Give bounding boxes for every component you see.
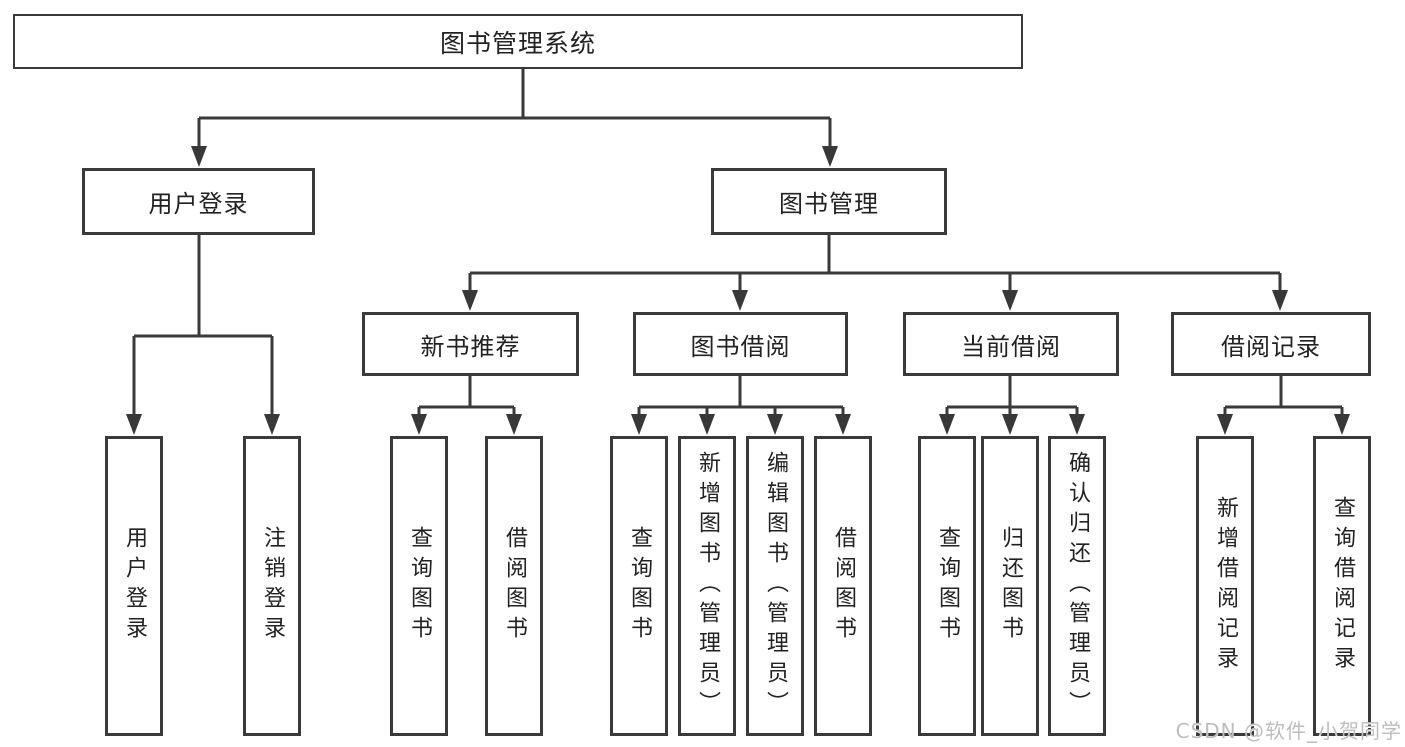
node-user-login: 用户登录 xyxy=(82,168,315,235)
leaf-br-add-record: 新增借阅记录 xyxy=(1196,436,1254,736)
arrowheads xyxy=(126,146,1350,435)
leaf-bb-edit-books-admin-label: 编辑图书（管理员） xyxy=(763,451,788,721)
leaf-logout: 注销登录 xyxy=(243,436,301,736)
watermark: CSDN @软件_小贺同学 xyxy=(1175,719,1402,743)
node-book-borrow-label: 图书借阅 xyxy=(690,332,791,361)
node-book-management: 图书管理 xyxy=(711,168,947,235)
leaf-cb-query-books: 查询图书 xyxy=(918,436,976,736)
leaf-bb-query-books-label: 查询图书 xyxy=(627,526,652,646)
leaf-bb-add-books-admin: 新增图书（管理员） xyxy=(678,436,736,736)
node-root: 图书管理系统 xyxy=(13,14,1023,69)
leaf-nb-borrow-books: 借阅图书 xyxy=(485,436,543,736)
leaf-bb-borrow-books: 借阅图书 xyxy=(814,436,872,736)
node-current-borrow: 当前借阅 xyxy=(903,312,1119,376)
node-new-book-recommend-label: 新书推荐 xyxy=(420,332,521,361)
leaf-cb-return-books-label: 归还图书 xyxy=(998,526,1023,646)
node-borrow-records: 借阅记录 xyxy=(1171,312,1371,376)
leaf-br-add-record-label: 新增借阅记录 xyxy=(1213,496,1238,676)
leaf-bb-edit-books-admin: 编辑图书（管理员） xyxy=(746,436,804,736)
leaf-user-login-label: 用户登录 xyxy=(122,526,147,646)
leaf-bb-query-books: 查询图书 xyxy=(610,436,668,736)
leaf-nb-borrow-books-label: 借阅图书 xyxy=(502,526,527,646)
node-root-label: 图书管理系统 xyxy=(439,28,596,58)
leaf-br-query-record-label: 查询借阅记录 xyxy=(1330,496,1355,676)
node-book-management-label: 图书管理 xyxy=(779,190,879,218)
node-current-borrow-label: 当前借阅 xyxy=(961,332,1061,361)
leaf-cb-confirm-return-admin-label: 确认归还（管理员） xyxy=(1065,451,1090,721)
leaf-cb-return-books: 归还图书 xyxy=(981,436,1039,736)
node-user-login-label: 用户登录 xyxy=(148,190,249,218)
leaf-bb-add-books-admin-label: 新增图书（管理员） xyxy=(695,451,720,721)
node-book-borrow: 图书借阅 xyxy=(633,312,848,376)
leaf-bb-borrow-books-label: 借阅图书 xyxy=(831,526,856,646)
leaf-cb-confirm-return-admin: 确认归还（管理员） xyxy=(1048,436,1106,736)
leaf-logout-label: 注销登录 xyxy=(260,526,285,646)
leaf-cb-query-books-label: 查询图书 xyxy=(935,526,960,646)
leaf-nb-query-books-label: 查询图书 xyxy=(407,526,432,646)
node-new-book-recommend: 新书推荐 xyxy=(362,312,579,376)
leaf-user-login: 用户登录 xyxy=(105,436,163,736)
leaf-nb-query-books: 查询图书 xyxy=(390,436,448,736)
leaf-br-query-record: 查询借阅记录 xyxy=(1313,436,1371,736)
node-borrow-records-label: 借阅记录 xyxy=(1221,332,1321,361)
